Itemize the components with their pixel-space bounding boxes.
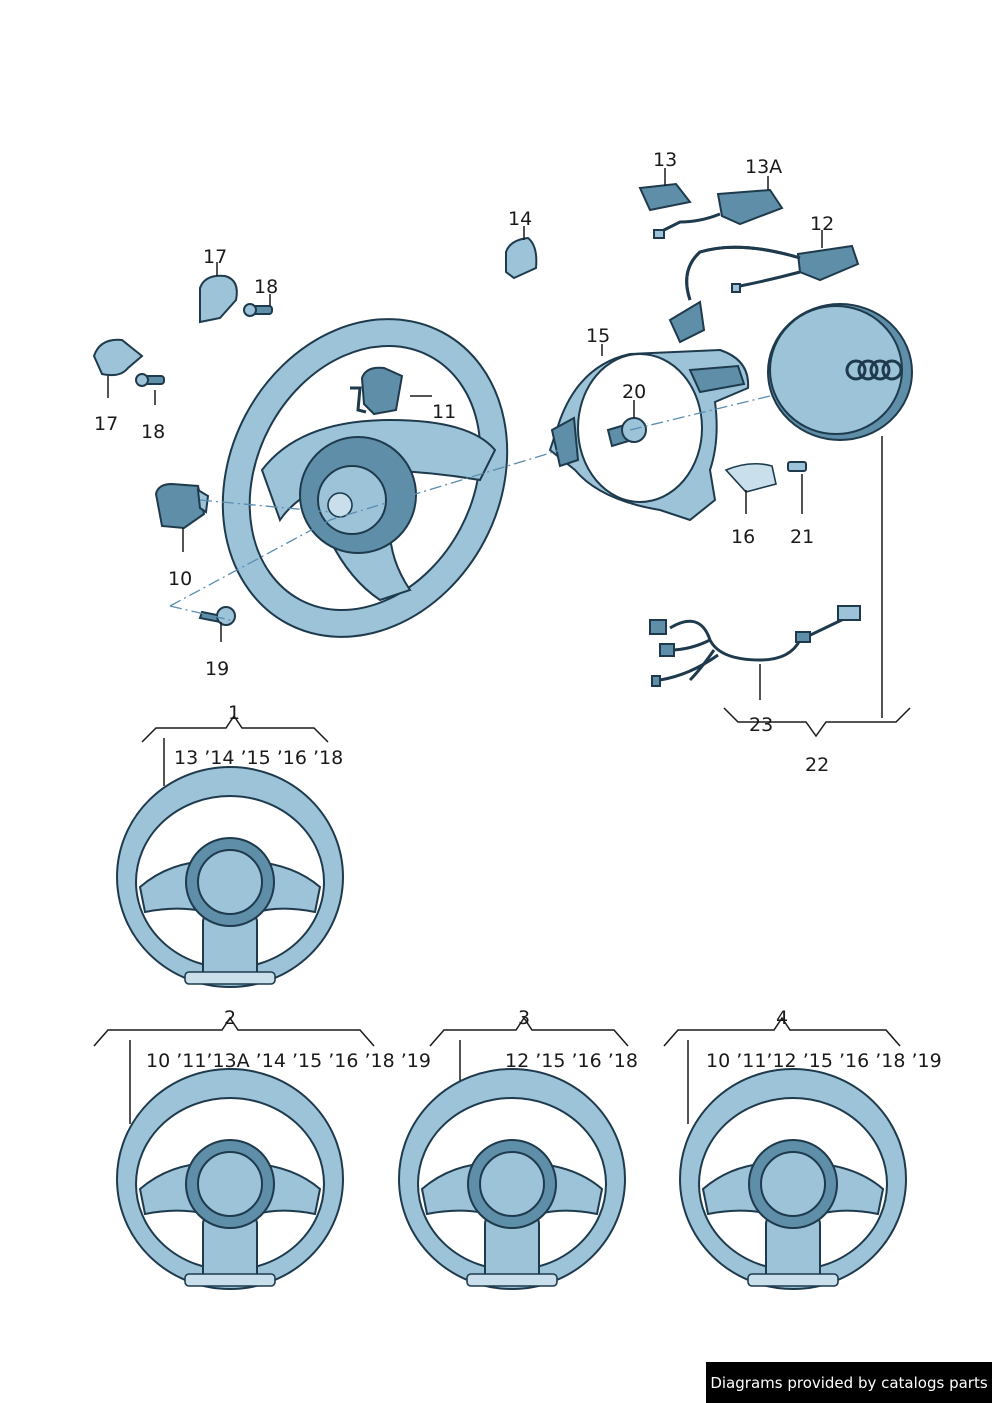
callout-19: 19	[205, 658, 229, 680]
screw-19	[198, 606, 236, 626]
callout-22: 22	[805, 754, 829, 776]
callout-10: 10	[168, 568, 192, 590]
callout-labels: 17 18 17 18 10 11 19 14 13 13A 12 15 20 …	[94, 149, 834, 776]
wiring-harness-23	[649, 605, 861, 687]
variant-2-wheel	[116, 1068, 344, 1290]
airbag-unit-22	[767, 303, 913, 441]
variant-3-parts: 12 ’15 ’16 ’18	[505, 1050, 638, 1072]
leader-lines	[107, 168, 911, 738]
callout-16: 16	[731, 526, 755, 548]
credit-banner: Diagrams provided by catalogs parts	[706, 1362, 992, 1403]
callout-15: 15	[586, 325, 610, 347]
assembly-axis-2	[169, 605, 231, 621]
variant-1-wheel	[116, 766, 344, 988]
assembly-axis-1	[169, 449, 561, 607]
bolt-20	[606, 417, 647, 448]
bolt-18-left	[135, 373, 165, 387]
variant-3-wheel	[398, 1068, 626, 1290]
rings-logo-icon	[845, 359, 903, 381]
cover-cap-17-upper	[199, 274, 238, 324]
callout-14: 14	[508, 208, 532, 230]
variant-2-number: 2	[224, 1007, 236, 1029]
callout-13: 13	[653, 149, 677, 171]
callout-18-left: 18	[141, 421, 165, 443]
switch-module-11	[350, 366, 404, 416]
trim-16	[724, 462, 777, 493]
variant-3-number: 3	[518, 1007, 530, 1029]
switch-module-10	[154, 482, 210, 530]
variant-1-number: 1	[228, 702, 240, 724]
variant-4-parts: 10 ’11’12 ’15 ’16 ’18 ’19	[706, 1050, 942, 1072]
cover-cap-17-left	[92, 338, 144, 377]
callout-11: 11	[432, 401, 456, 423]
trim-14	[505, 236, 538, 280]
callout-23: 23	[749, 714, 773, 736]
button-13	[638, 182, 692, 212]
callout-13A: 13A	[745, 156, 782, 178]
bolt-18-upper	[243, 303, 273, 317]
variant-2-group: 2 10 ’11’13A ’14 ’15 ’16 ’18 ’19	[93, 1007, 431, 1290]
button-13A	[653, 188, 784, 239]
variant-1-group: 1 13 ’14 ’15 ’16 ’18	[116, 702, 344, 988]
callout-17-upper: 17	[203, 246, 227, 268]
variant-4-group: 4 10 ’11’12 ’15 ’16 ’18 ’19	[663, 1007, 942, 1290]
steering-wheel-main	[221, 318, 509, 638]
assembly-axis-3	[629, 395, 771, 431]
variant-2-parts: 10 ’11’13A ’14 ’15 ’16 ’18 ’19	[146, 1050, 431, 1072]
callout-21: 21	[790, 526, 814, 548]
variant-4-number: 4	[776, 1007, 788, 1029]
variant-1-parts: 13 ’14 ’15 ’16 ’18	[174, 747, 343, 769]
callout-12: 12	[810, 213, 834, 235]
steering-cover-15	[548, 348, 750, 522]
variant-4-wheel	[679, 1068, 907, 1290]
cap-21	[787, 461, 807, 472]
variant-3-group: 3 12 ’15 ’16 ’18	[398, 1007, 638, 1290]
multifunction-switch-12	[668, 244, 860, 344]
callout-20: 20	[622, 381, 646, 403]
callout-17-left: 17	[94, 413, 118, 435]
callout-18-upper: 18	[254, 276, 278, 298]
